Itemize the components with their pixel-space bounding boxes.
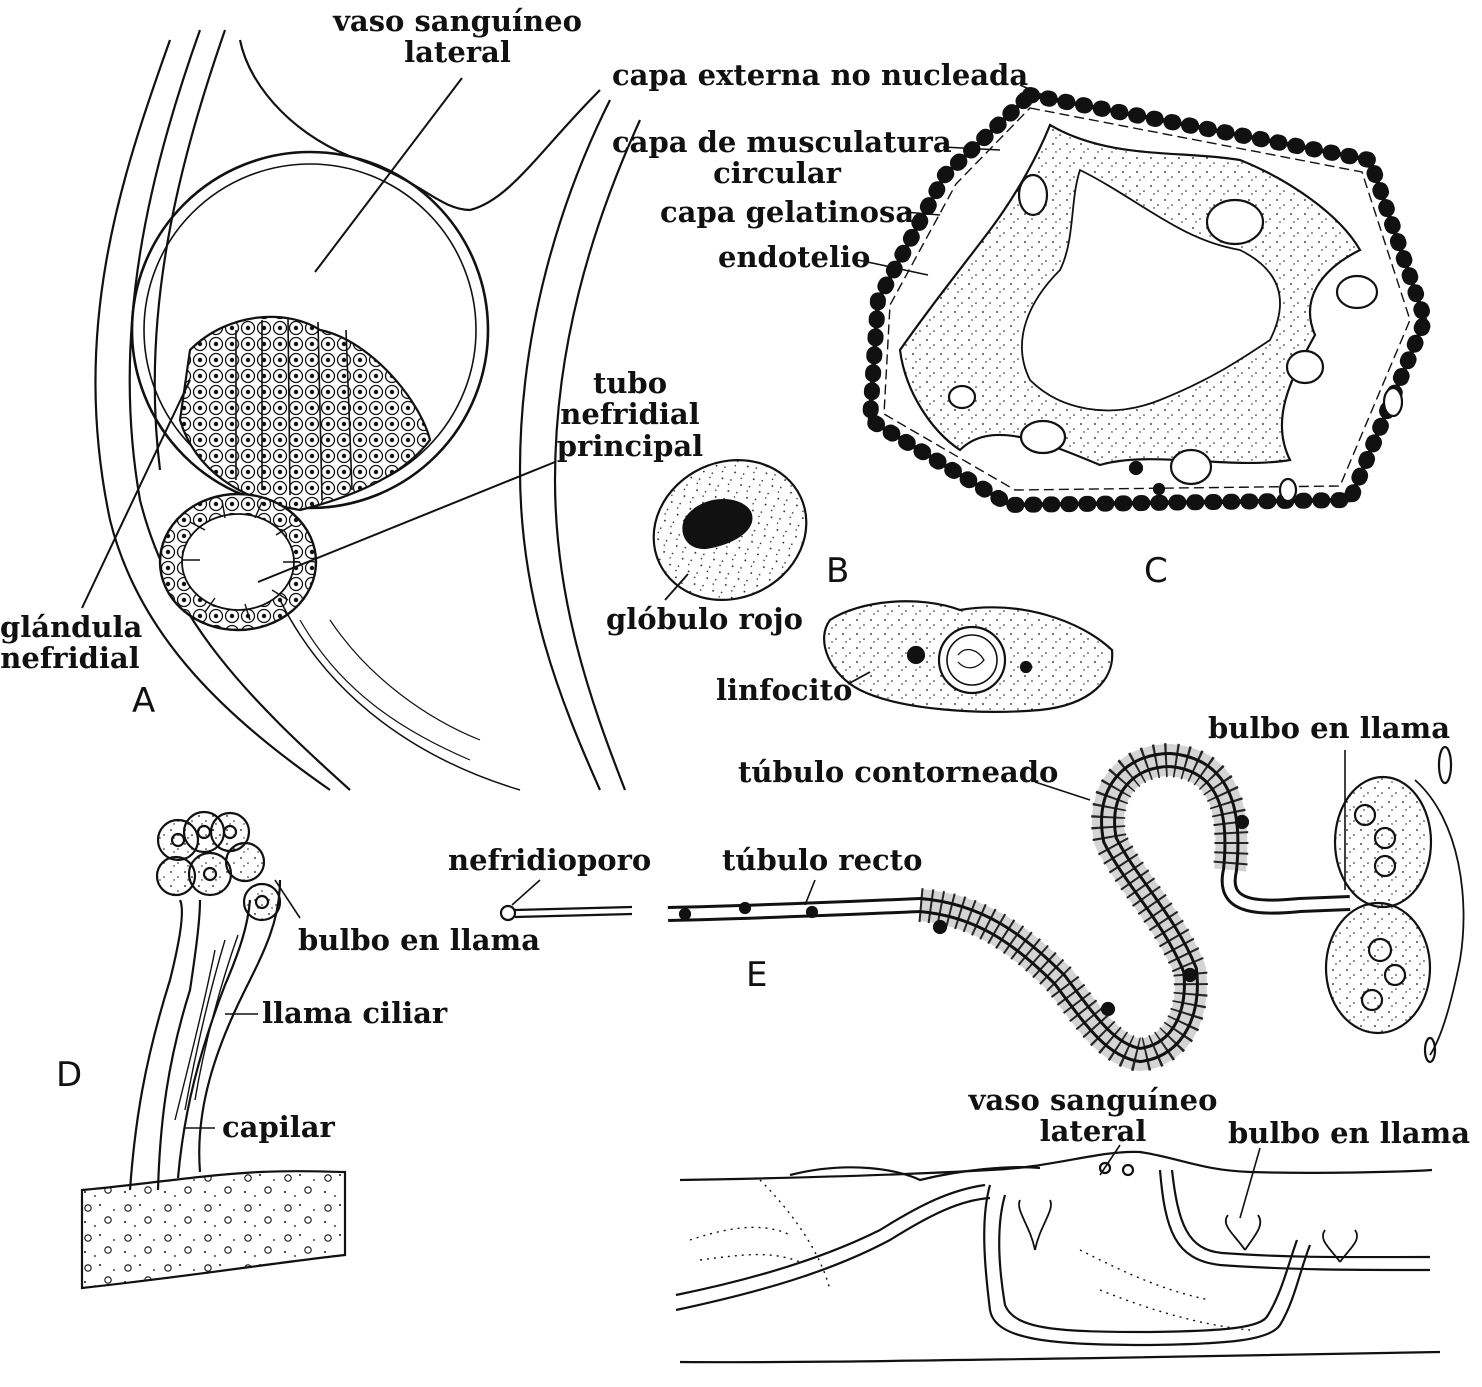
label-line: principal: [555, 431, 705, 462]
panel-c-gelatinous-label: capa gelatinosa: [660, 197, 914, 228]
panel-d-flame-bulb-label: bulbo en llama: [298, 925, 540, 956]
panel-e-nephridiopore-label: nefridioporo: [448, 845, 651, 876]
panel-b-drawing: [631, 435, 1113, 711]
panel-e-convoluted-tubule-label: túbulo contorneado: [738, 757, 1058, 788]
panel-e-drawing: [501, 747, 1464, 1362]
panel-c-muscle-label: capa de musculatura circular: [612, 127, 942, 190]
panel-letter-d: D: [56, 1058, 82, 1092]
label-line: circular: [612, 158, 942, 189]
panel-a-gland-label: glándula nefridial: [0, 612, 140, 675]
panel-letter-e: E: [746, 958, 767, 992]
panel-e-vessel-label: vaso sanguíneo lateral: [968, 1085, 1218, 1148]
label-line: tubo: [555, 368, 705, 399]
panel-b-lymphocyte-label: linfocito: [716, 675, 852, 706]
label-line: capa de musculatura: [612, 127, 942, 158]
label-line: glándula: [0, 612, 140, 643]
panel-letter-a: A: [132, 684, 155, 718]
panel-c-outer-layer-label: capa externa no nucleada: [612, 60, 1028, 91]
panel-b-red-cell-label: glóbulo rojo: [606, 604, 803, 635]
label-line: nefridial: [0, 643, 140, 674]
panel-e-straight-tubule-label: túbulo recto: [722, 845, 922, 876]
label-line: nefridial: [555, 399, 705, 430]
panel-e-flame-bulb-label: bulbo en llama: [1208, 713, 1450, 744]
panel-d-ciliary-flame-label: llama ciliar: [262, 998, 447, 1029]
panel-a-tube-label: tubo nefridial principal: [555, 368, 705, 462]
label-line: lateral: [330, 37, 585, 68]
panel-d-drawing: [82, 812, 345, 1288]
panel-e-lower-flame-bulb-label: bulbo en llama: [1228, 1118, 1470, 1149]
panel-d-capillary-label: capilar: [222, 1112, 335, 1143]
panel-a-vessel-label: vaso sanguíneo lateral: [330, 6, 585, 69]
label-line: vaso sanguíneo: [330, 6, 585, 37]
label-line: vaso sanguíneo: [968, 1085, 1218, 1116]
label-line: lateral: [968, 1116, 1218, 1147]
panel-c-endothelium-label: endotelio: [718, 242, 870, 273]
panel-letter-c: C: [1144, 554, 1168, 588]
panel-letter-b: B: [826, 554, 849, 588]
